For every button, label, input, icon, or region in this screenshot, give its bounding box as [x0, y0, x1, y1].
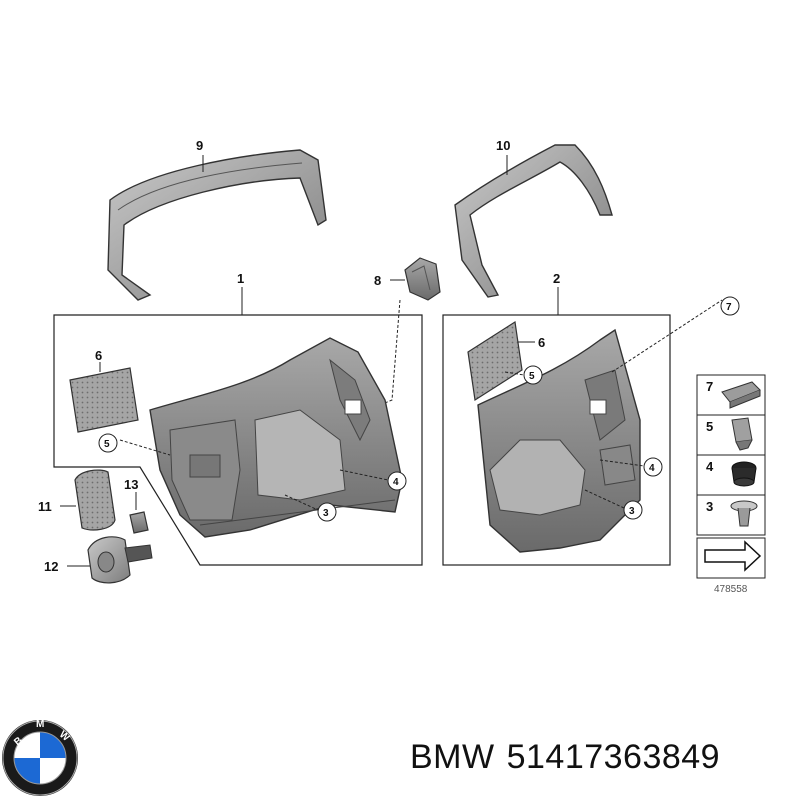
part-9-trim-arch [107, 149, 327, 301]
box-part-1 [53, 314, 423, 566]
callout-1: 1 [237, 271, 244, 286]
leader-8-dashed [379, 299, 401, 406]
circled-callout-7: 7 [611, 296, 740, 373]
callout-8: 8 [374, 273, 381, 288]
box-part-2 [442, 314, 671, 566]
circled-callout-3-right: 3 [584, 489, 643, 520]
svg-text:M: M [36, 719, 44, 730]
circled-callout-5-left: 5 [98, 433, 171, 456]
drawing-number: 478558 [714, 584, 748, 595]
part-1-trim-panel [149, 337, 403, 538]
svg-text:5: 5 [104, 439, 110, 450]
part-6-grille-right [467, 320, 523, 402]
callout-11: 11 [38, 499, 52, 514]
circled-callout-5-right: 5 [504, 365, 543, 385]
legend-icon-bracket [704, 540, 762, 572]
part-6-grille-left [69, 367, 139, 433]
bmw-logo: B M W [2, 719, 78, 796]
caption-make: BMW [410, 738, 495, 776]
svg-text:3: 3 [323, 508, 329, 519]
callout-13: 13 [124, 477, 138, 492]
callout-10: 10 [496, 138, 510, 153]
callout-2: 2 [553, 271, 560, 286]
circled-callout-4-right: 4 [599, 457, 663, 477]
svg-text:5: 5 [529, 371, 535, 382]
part-11-cover [74, 469, 116, 531]
callout-6-left: 6 [95, 348, 102, 363]
legend-label-7: 7 [706, 379, 713, 394]
part-13-clip [129, 511, 149, 534]
svg-text:7: 7 [726, 302, 732, 313]
legend-icon-clip-7 [721, 381, 761, 409]
part-10-trim-arch [454, 144, 613, 298]
legend-label-4: 4 [706, 459, 714, 474]
circled-callout-3-left: 3 [284, 494, 337, 522]
callout-12: 12 [44, 559, 58, 574]
callout-6-right: 6 [538, 335, 545, 350]
callout-9: 9 [196, 138, 203, 153]
legend-label-3: 3 [706, 499, 713, 514]
caption-part-number: 51417363849 [506, 738, 721, 776]
svg-text:4: 4 [393, 477, 399, 488]
svg-text:4: 4 [649, 463, 655, 474]
part-caption: BMW 51417363849 [410, 738, 790, 788]
legend-label-5: 5 [706, 419, 713, 434]
fastener-legend: 7 5 4 3 478558 [696, 374, 766, 595]
svg-text:3: 3 [629, 506, 635, 517]
legend-icon-rivet-3 [730, 500, 758, 527]
legend-icon-grommet-4 [731, 461, 757, 487]
part-12-socket [87, 536, 153, 584]
part-8-clip [404, 257, 441, 301]
circled-callout-4-left: 4 [339, 469, 407, 491]
legend-icon-clip-5 [731, 417, 753, 451]
